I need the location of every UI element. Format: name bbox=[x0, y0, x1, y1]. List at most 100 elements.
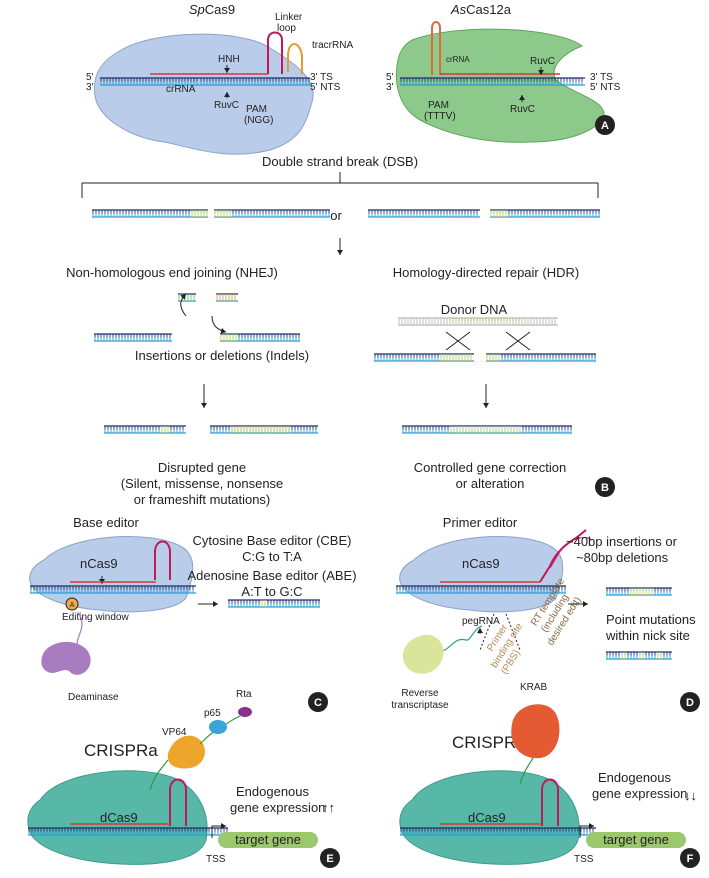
ascas12a-title: AsCas12a bbox=[450, 2, 512, 17]
target-gene-label-e: target gene bbox=[235, 832, 301, 847]
tss-label-f: TSS bbox=[574, 854, 594, 865]
endogenous-label-e-2: gene expression bbox=[230, 800, 325, 815]
prime-editor-results bbox=[606, 587, 672, 660]
crispra-dna bbox=[28, 823, 228, 836]
controlled-label-2: or alteration bbox=[456, 476, 525, 491]
dcas9-protein-e bbox=[27, 770, 208, 865]
base-editor-dna bbox=[30, 581, 196, 594]
badge-c bbox=[308, 692, 328, 712]
five-prime-label-2: 5' bbox=[386, 72, 394, 83]
rt-label-2: transcriptase bbox=[391, 700, 449, 711]
deaminase-label: Deaminase bbox=[68, 692, 119, 703]
spcas9-title: SpCas9 bbox=[189, 2, 235, 17]
five-prime-label: 5' bbox=[86, 72, 94, 83]
ruvc-label: RuvC bbox=[214, 100, 239, 111]
or-label: or bbox=[330, 208, 342, 223]
cbe-label: Cytosine Base editor (CBE) bbox=[193, 533, 352, 548]
primer-editor-title: Primer editor bbox=[443, 515, 518, 530]
panel-f: CRISPRi KRAB dCas9 target gene TSS Endog… bbox=[399, 682, 700, 868]
indels-label: Insertions or deletions (Indels) bbox=[135, 348, 309, 363]
crrna-hairpin bbox=[431, 21, 441, 75]
target-gene-f bbox=[586, 832, 686, 848]
hdr-strands bbox=[374, 317, 596, 434]
pam-ngg-label-1: PAM bbox=[246, 104, 267, 115]
point-mutations-label-1: Point mutations bbox=[606, 612, 696, 627]
badge-d bbox=[680, 692, 700, 712]
crispra-title: CRISPRa bbox=[84, 741, 158, 760]
abe-conversion: A:T to G:C bbox=[241, 584, 302, 599]
abe-label: Adenosine Base editor (ABE) bbox=[187, 568, 356, 583]
badge-a bbox=[595, 115, 615, 135]
ts-label: 3' TS bbox=[310, 72, 333, 83]
linker-label-2: loop bbox=[277, 23, 296, 34]
dcas9-protein-f bbox=[399, 770, 580, 865]
tss-label-e: TSS bbox=[206, 854, 226, 865]
up-arrows: ↑↑ bbox=[322, 800, 335, 815]
donor-dna-label: Donor DNA bbox=[441, 302, 508, 317]
p65-label: p65 bbox=[204, 708, 221, 719]
disrupted-gene-strands bbox=[104, 425, 318, 434]
badge-f-label: F bbox=[687, 853, 694, 865]
badge-e-label: E bbox=[326, 853, 333, 865]
ncas9-label-d: nCas9 bbox=[462, 556, 500, 571]
linker-label-1: Linker bbox=[275, 12, 303, 23]
ascas12a-protein bbox=[395, 28, 605, 143]
crrna-label-2: crRNA bbox=[446, 55, 470, 64]
spcas9-dna bbox=[100, 73, 310, 86]
tracrrna-strand bbox=[287, 43, 303, 74]
insertions-label-2: ~80bp deletions bbox=[576, 550, 669, 565]
crrna-label: crRNA bbox=[166, 84, 196, 95]
dcas9-label-e: dCas9 bbox=[100, 810, 138, 825]
badge-d-label: D bbox=[686, 697, 694, 709]
vp64-label: VP64 bbox=[162, 727, 187, 738]
base-editor-title: Base editor bbox=[73, 515, 139, 530]
spcas9-protein bbox=[93, 33, 314, 155]
pam-ngg-label-2: (NGG) bbox=[244, 115, 273, 126]
ts-label-2: 3' TS bbox=[590, 72, 613, 83]
nts-label-2: 5' NTS bbox=[590, 82, 621, 93]
badge-f bbox=[680, 848, 700, 868]
hdr-title: Homology-directed repair (HDR) bbox=[393, 265, 579, 280]
badge-a-label: A bbox=[601, 120, 609, 132]
disrupted-gene-label-2: (Silent, missense, nonsense bbox=[121, 476, 284, 491]
controlled-label-1: Controlled gene correction bbox=[414, 460, 566, 475]
deaminase-protein bbox=[41, 641, 91, 675]
panel-d: Primer editor nCas9 pegRNA Reverse trans… bbox=[391, 515, 700, 712]
dsb-variants bbox=[92, 209, 600, 218]
point-mutations-label-2: within nick site bbox=[605, 628, 690, 643]
panel-a: SpCas9 AsCas12a Linker loop tracrRNA HNH… bbox=[86, 2, 621, 155]
krab-domain bbox=[511, 704, 560, 759]
crispri-dna bbox=[400, 823, 596, 836]
edited-dna-c bbox=[228, 599, 320, 608]
hnh-label: HNH bbox=[218, 54, 240, 65]
rta-domain bbox=[238, 707, 252, 717]
ruvc-label-3: RuvC bbox=[510, 104, 535, 115]
pam-tttv-label-1: PAM bbox=[428, 100, 449, 111]
panel-e: CRISPRa dCas9 VP64 p65 Rta target gene T… bbox=[27, 689, 340, 868]
three-prime-label: 3' bbox=[86, 82, 94, 93]
editing-window-label: Editing window bbox=[62, 612, 129, 623]
dsb-title: Double strand break (DSB) bbox=[262, 154, 418, 169]
nhej-title: Non-homologous end joining (NHEJ) bbox=[66, 265, 278, 280]
linker-loop bbox=[267, 31, 283, 74]
crispri-title: CRISPRi bbox=[452, 733, 520, 752]
krab-label: KRAB bbox=[520, 682, 548, 693]
dcas9-label-f: dCas9 bbox=[468, 810, 506, 825]
disrupted-gene-label-1: Disrupted gene bbox=[158, 460, 246, 475]
insertions-label-1: ~40bp insertions or bbox=[566, 534, 678, 549]
badge-b bbox=[595, 477, 615, 497]
badge-b-label: B bbox=[601, 482, 609, 494]
rt-label-1: Reverse bbox=[401, 688, 439, 699]
three-prime-label-2: 3' bbox=[386, 82, 394, 93]
pam-tttv-label-2: (TTTV) bbox=[424, 111, 456, 122]
target-gene-e bbox=[218, 832, 318, 848]
reverse-transcriptase bbox=[402, 634, 444, 674]
pegrna-label: pegRNA bbox=[462, 616, 500, 627]
prime-editor-dna bbox=[396, 581, 566, 594]
panel-b: Double strand break (DSB) or Non-homolog… bbox=[66, 154, 615, 507]
badge-c-label: C bbox=[314, 697, 322, 709]
endogenous-label-f-1: Endogenous bbox=[598, 770, 672, 785]
p65-domain bbox=[209, 720, 227, 734]
badge-e bbox=[320, 848, 340, 868]
editing-base-label: A bbox=[70, 602, 75, 609]
